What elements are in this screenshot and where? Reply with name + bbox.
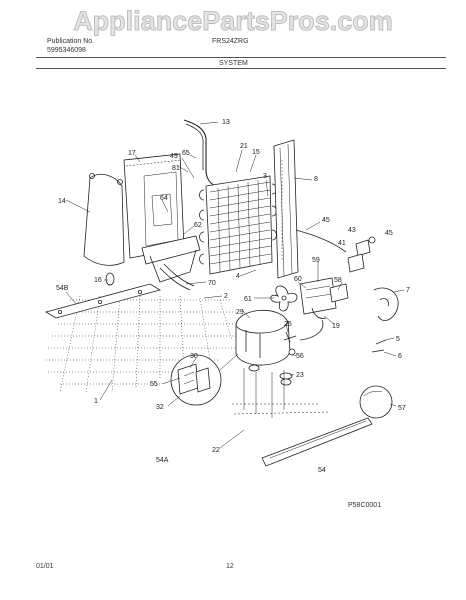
callout-32: 32 (156, 404, 164, 411)
callout-61: 61 (244, 296, 252, 303)
callout-65: 65 (182, 150, 190, 157)
callout-22: 22 (212, 447, 220, 454)
rail-54b (44, 283, 162, 319)
callout-19: 19 (332, 323, 340, 330)
callout-13: 13 (222, 119, 230, 126)
compressor (235, 310, 291, 372)
callout-15: 15 (252, 149, 260, 156)
callout-81: 81 (172, 165, 180, 172)
callout-25: 25 (284, 321, 292, 328)
callout-45-b: 45 (385, 230, 393, 237)
air-duct-channel (273, 139, 299, 279)
publication-label: Publication No. (47, 38, 95, 45)
callout-4: 4 (236, 273, 240, 280)
callout-57: 57 (398, 405, 406, 412)
tubing-19 (299, 319, 324, 341)
watermark: AppliancePartsPros.com (73, 6, 394, 37)
callout-3: 3 (263, 173, 267, 180)
callout-62: 62 (194, 222, 202, 229)
section-title: SYSTEM (219, 60, 248, 67)
model-number: FRS24ZRG (212, 38, 249, 45)
callout-7: 7 (406, 287, 410, 294)
callout-6: 6 (398, 353, 402, 360)
callout-60: 60 (294, 276, 302, 283)
callout-5: 5 (396, 336, 400, 343)
fittings (283, 331, 297, 356)
clip (105, 272, 115, 286)
callout-16: 16 (94, 277, 102, 284)
callout-55: 55 (150, 381, 158, 388)
defrost-heater-bag (83, 173, 125, 266)
footer-date: 01/01 (36, 563, 54, 570)
callout-43: 43 (348, 227, 356, 234)
callout-49: 49 (170, 153, 178, 160)
drain-trough (141, 235, 201, 283)
floor-lines (232, 403, 331, 415)
callout-64: 64 (160, 195, 168, 202)
callout-21: 21 (240, 143, 248, 150)
callout-23: 23 (296, 372, 304, 379)
callout-70: 70 (208, 280, 216, 287)
callout-14: 14 (58, 198, 66, 205)
callout-56: 56 (296, 353, 304, 360)
callout-54a: 54A (156, 457, 169, 464)
callout-59: 59 (312, 257, 320, 264)
header-rule-bottom (36, 68, 446, 69)
relay-overload-assembly (299, 277, 349, 319)
callout-58: 58 (334, 277, 342, 284)
fan-motor-bracket (373, 287, 399, 321)
evaporator-coil (199, 175, 277, 275)
tubing-45 (295, 229, 347, 253)
callout-1: 1 (94, 398, 98, 405)
condenser-fan-blade (270, 285, 298, 312)
callout-54b: 54B (56, 285, 69, 292)
header-rule-top (36, 57, 446, 58)
callout-45-a: 45 (322, 217, 330, 224)
detail-magnifier (170, 353, 239, 406)
callout-29: 29 (236, 309, 244, 316)
callout-17: 17 (128, 150, 136, 157)
callout-54: 54 (318, 467, 326, 474)
rail-54 (261, 417, 373, 467)
condensate-pan (359, 385, 393, 419)
publication-number: 5995346098 (47, 47, 86, 54)
callout-2: 2 (224, 293, 228, 300)
figure-code: P58C0001 (348, 502, 382, 509)
floor-grid (46, 295, 242, 393)
grommet (279, 372, 293, 386)
capillary-tube (183, 119, 217, 187)
callout-30: 30 (190, 353, 198, 360)
callout-41: 41 (338, 240, 346, 247)
damper-parts (347, 236, 376, 273)
drain-tube (159, 263, 195, 291)
leader-lines (65, 121, 405, 449)
small-parts-5-6 (371, 339, 387, 353)
page-number: 12 (226, 563, 234, 570)
callout-8: 8 (314, 176, 318, 183)
compressor-legs (243, 368, 285, 418)
